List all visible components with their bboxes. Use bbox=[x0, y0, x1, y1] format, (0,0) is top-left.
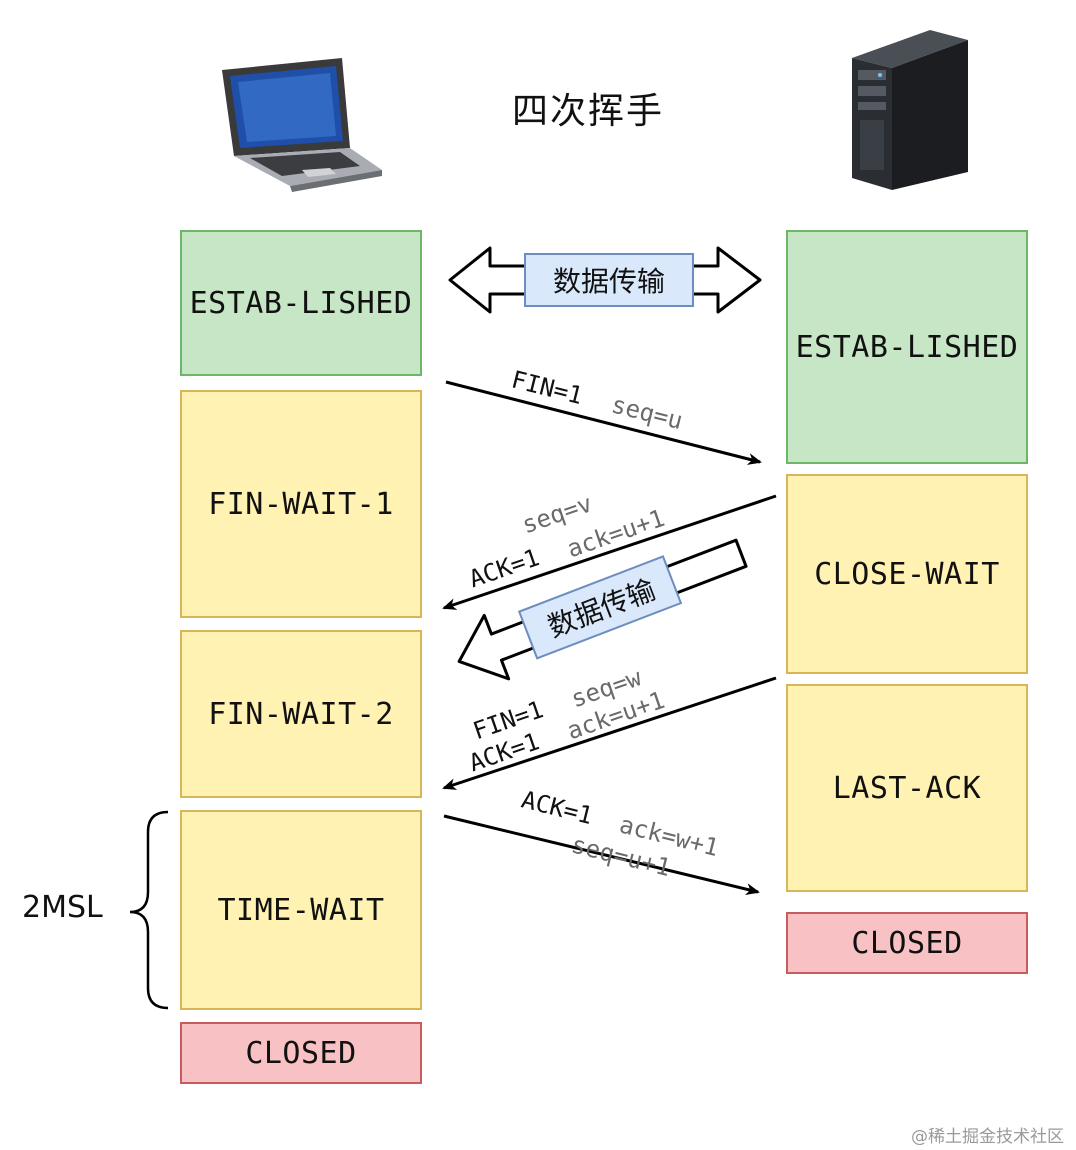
server-state-close-wait: CLOSE-WAIT bbox=[786, 474, 1028, 674]
client-state-established: ESTAB-LISHED bbox=[180, 230, 422, 376]
data-transfer-label-box bbox=[524, 253, 694, 307]
ack-arrow bbox=[442, 494, 777, 610]
client-state-fin-wait-2: FIN-WAIT-2 bbox=[180, 630, 422, 798]
fin-arrow bbox=[445, 380, 762, 465]
watermark: @稀土掘金技术社区 bbox=[911, 1127, 1064, 1147]
last-ack-arrow bbox=[443, 814, 760, 896]
msl-label: 2MSL bbox=[22, 890, 103, 925]
client-state-fin-wait-1: FIN-WAIT-1 bbox=[180, 390, 422, 618]
server-state-established: ESTAB-LISHED bbox=[786, 230, 1028, 464]
server-state-closed: CLOSED bbox=[786, 912, 1028, 974]
client-state-time-wait: TIME-WAIT bbox=[180, 810, 422, 1010]
client-state-closed: CLOSED bbox=[180, 1022, 422, 1084]
fin-ack-arrow bbox=[442, 676, 777, 790]
hollow-arrow-icon bbox=[457, 538, 748, 681]
laptop-icon bbox=[222, 58, 382, 192]
time-wait-brace bbox=[129, 810, 169, 1010]
diagram-title: 四次挥手 bbox=[512, 91, 665, 132]
server-state-last-ack: LAST-ACK bbox=[786, 684, 1028, 892]
server-icon bbox=[852, 30, 968, 190]
data-transfer-label: 数据传输 bbox=[552, 265, 665, 298]
